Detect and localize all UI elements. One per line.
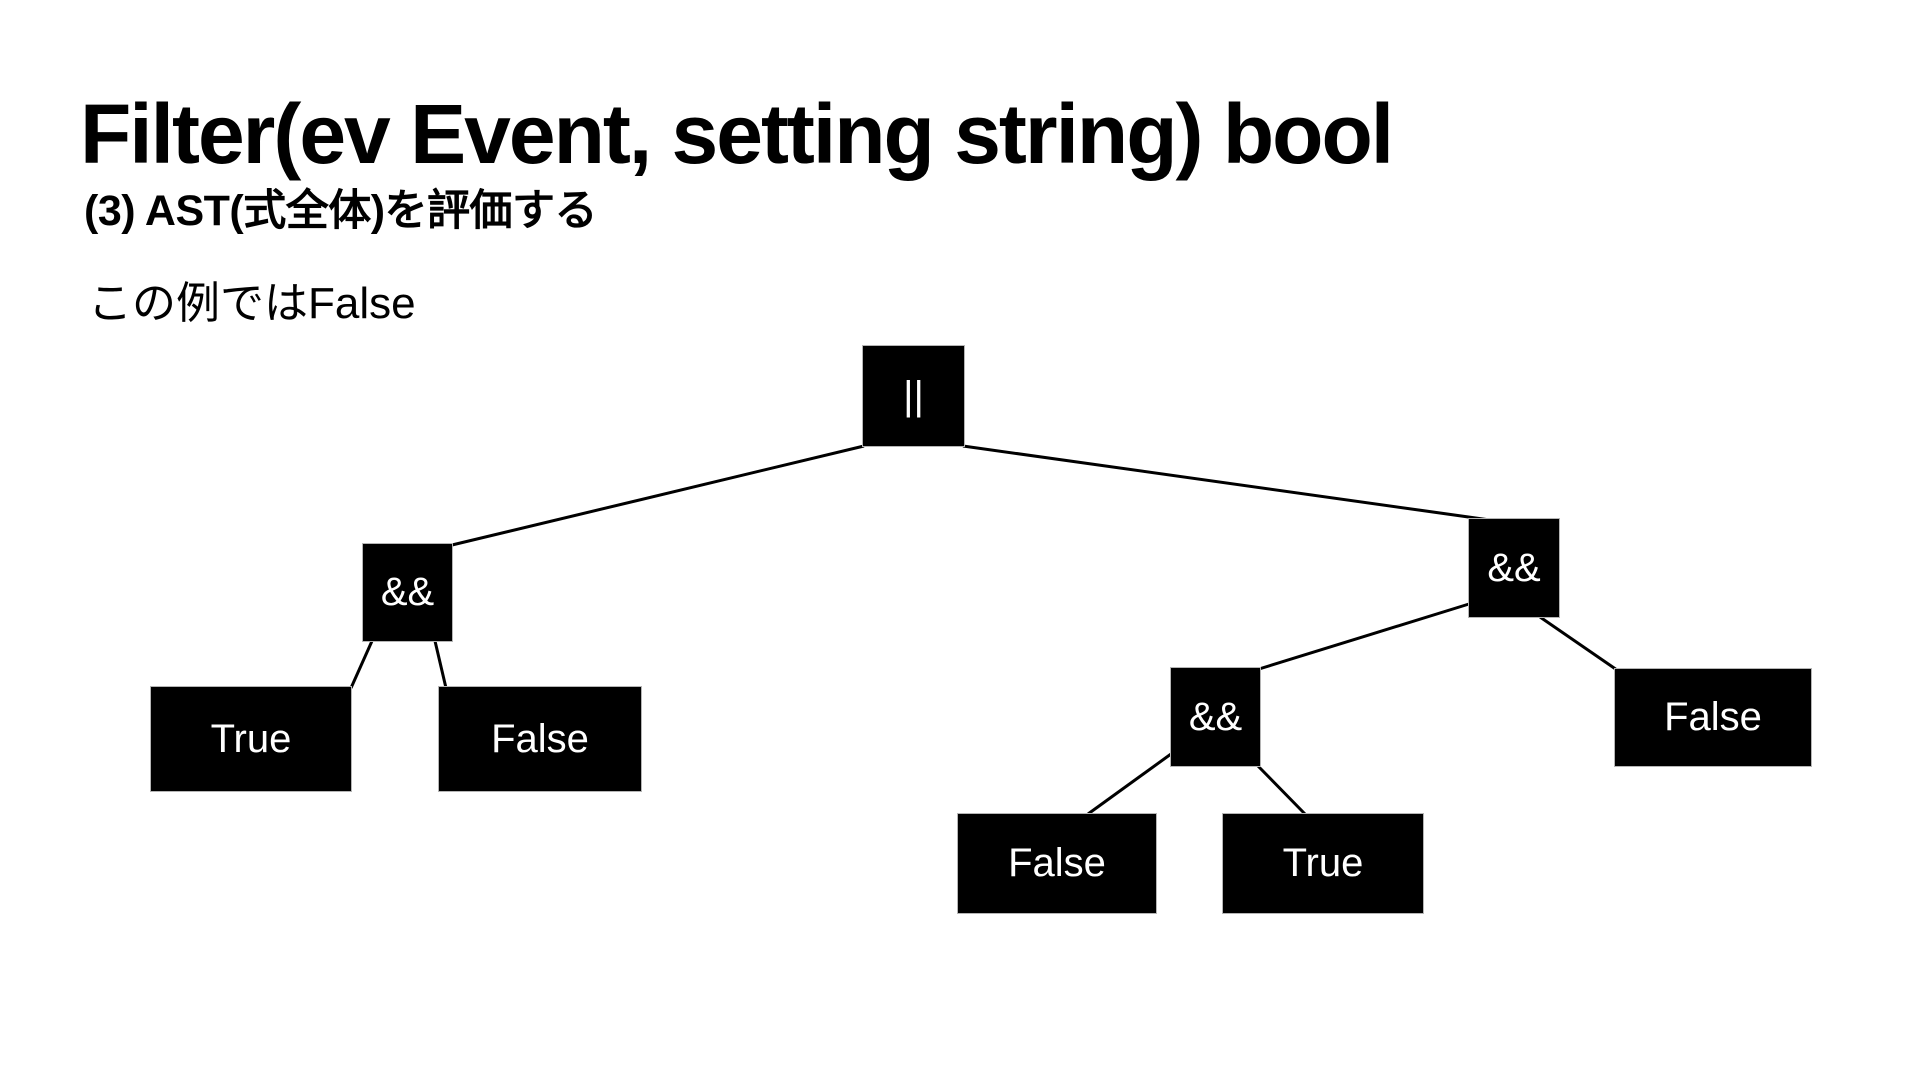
ast-edge-inner-and-to-false bbox=[1087, 752, 1172, 816]
ast-edge-root-to-right-and bbox=[962, 444, 1498, 523]
ast-node-and-left: && bbox=[362, 543, 453, 642]
slide-title: Filter(ev Event, setting string) bool bbox=[80, 87, 1394, 181]
ast-node-or-root: || bbox=[862, 345, 965, 447]
ast-node-and-inner: && bbox=[1170, 667, 1261, 767]
ast-node-label: True bbox=[210, 716, 292, 761]
ast-node-and-right: && bbox=[1468, 518, 1560, 618]
ast-node-label: False bbox=[1664, 695, 1762, 739]
ast-edge-right-and-to-false bbox=[1539, 615, 1618, 672]
ast-node-true-left: True bbox=[150, 686, 352, 792]
ast-node-false-right: False bbox=[1614, 668, 1812, 767]
ast-node-false-left: False bbox=[438, 686, 642, 792]
ast-node-label: && bbox=[1188, 694, 1243, 739]
ast-edge-left-and-to-true bbox=[349, 640, 374, 689]
ast-edge-right-and-to-inner bbox=[1258, 602, 1470, 671]
ast-edge-inner-and-to-true bbox=[1256, 764, 1307, 816]
ast-node-label: False bbox=[491, 716, 589, 761]
ast-node-true-inner: True bbox=[1222, 813, 1424, 914]
slide-subtitle: (3) AST(式全体)を評価する bbox=[84, 187, 598, 235]
ast-node-label: False bbox=[1008, 841, 1106, 885]
ast-edge-root-to-left-and bbox=[451, 444, 865, 547]
ast-node-false-inner: False bbox=[957, 813, 1157, 914]
ast-node-label: && bbox=[1487, 545, 1541, 590]
ast-node-label: && bbox=[380, 570, 435, 614]
ast-node-label: || bbox=[903, 373, 924, 418]
ast-node-label: True bbox=[1282, 841, 1364, 885]
slide-note: この例ではFalse bbox=[88, 279, 416, 328]
ast-edge-left-and-to-false bbox=[433, 640, 448, 689]
